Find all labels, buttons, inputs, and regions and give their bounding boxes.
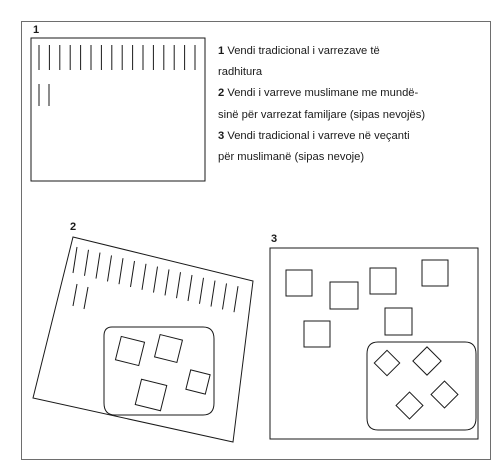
legend-item-1-number: 1 bbox=[218, 45, 225, 57]
panel-2-family-grave bbox=[185, 369, 211, 395]
legend-item-3-continued: për muslimanë (sipas nevoje) bbox=[218, 151, 365, 164]
grave-stroke bbox=[107, 255, 112, 282]
panel-3-grave bbox=[329, 281, 359, 310]
grave-stroke bbox=[233, 286, 239, 313]
panel-3-family-grave bbox=[430, 380, 459, 409]
legend-item-1-continued: radhitura bbox=[218, 66, 263, 79]
legend-item-3-number: 3 bbox=[218, 129, 225, 142]
panel-3-family-area bbox=[366, 341, 477, 431]
grave-stroke bbox=[176, 272, 181, 299]
panel-3-grave bbox=[285, 269, 313, 297]
legend-item-2: 2 Vendi i varreve muslimane me mundë- bbox=[218, 83, 488, 104]
panel-3-grave bbox=[303, 320, 331, 348]
panel-3-family-boundary bbox=[366, 341, 477, 431]
panel-3: 3 bbox=[269, 233, 479, 440]
panel-3-grave bbox=[421, 259, 449, 287]
panel-1-plot bbox=[30, 37, 206, 182]
panel-3-grave bbox=[369, 267, 397, 295]
grave-stroke bbox=[153, 266, 158, 293]
grave-stroke bbox=[141, 263, 147, 290]
grave-stroke bbox=[164, 269, 170, 296]
panel-2-family-boundary bbox=[103, 326, 215, 416]
legend-item-1-text: Vendi tradicional i varrezave të bbox=[227, 45, 380, 57]
legend-item-3: 3 Vendi tradicional i varreve në veçanti bbox=[218, 126, 488, 147]
panel-2-row-graves bbox=[72, 246, 239, 313]
panel-2-family-grave bbox=[134, 378, 168, 412]
panel-2-family-grave bbox=[114, 335, 146, 367]
grave-stroke bbox=[199, 277, 204, 304]
panel-3-grave bbox=[384, 307, 413, 336]
legend-item-1: 1 Vendi tradicional i varrezave të bbox=[218, 41, 488, 62]
grave-stroke bbox=[72, 283, 78, 307]
grave-stroke bbox=[84, 249, 89, 276]
legend-item-2-continued: sinë për varrezat familjare (sipas nevoj… bbox=[218, 108, 426, 121]
legend: 1 Vendi tradicional i varrezave të radhi… bbox=[218, 41, 488, 168]
panel-2: 2 bbox=[32, 221, 254, 443]
panel-1-number: 1 bbox=[33, 24, 39, 36]
panel-3-plot bbox=[269, 247, 479, 440]
grave-stroke bbox=[83, 286, 89, 310]
legend-item-3-text: Vendi tradicional i varreve në veçanti bbox=[227, 129, 410, 142]
panel-2-number: 2 bbox=[70, 221, 76, 233]
panel-2-family-grave bbox=[153, 333, 184, 364]
panel-3-family-grave bbox=[395, 391, 424, 420]
grave-stroke bbox=[72, 246, 78, 274]
grave-stroke bbox=[118, 258, 124, 285]
panel-1-row-graves bbox=[38, 45, 196, 106]
panel-2-plot bbox=[32, 236, 254, 443]
panel-1: 1 bbox=[30, 24, 206, 182]
panel-3-family-grave bbox=[412, 346, 442, 376]
legend-item-2-number: 2 bbox=[218, 87, 225, 100]
grave-stroke bbox=[130, 260, 135, 288]
outer-border bbox=[21, 21, 491, 460]
panel-3-number: 3 bbox=[271, 233, 277, 245]
panel-3-family-grave bbox=[373, 349, 401, 377]
grave-stroke bbox=[95, 252, 101, 279]
grave-stroke bbox=[187, 274, 193, 302]
panel-2-family-area bbox=[103, 326, 215, 416]
grave-stroke bbox=[222, 283, 227, 310]
grave-stroke bbox=[210, 280, 216, 307]
legend-item-2-text: Vendi i varreve muslimane me mundë- bbox=[227, 87, 419, 100]
